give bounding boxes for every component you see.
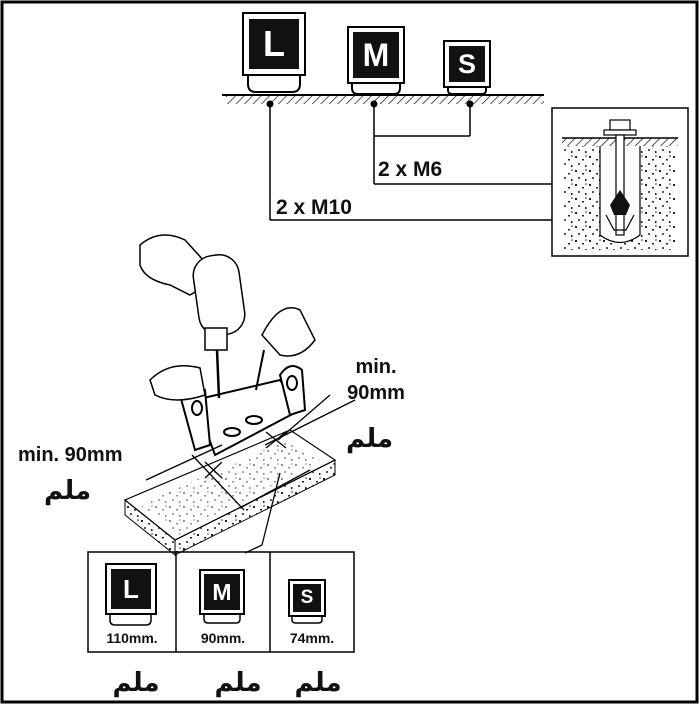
table-unit-ar-l: ملم: [94, 668, 178, 698]
anchor-bolt-detail: [552, 108, 688, 256]
table-badge-letter-m: M: [204, 574, 240, 610]
anchor-point-s: [467, 101, 474, 108]
table-unit-ar-s: ملم: [276, 668, 360, 698]
badge-letter-l-top: L: [249, 19, 299, 69]
badge-letter-m-top: M: [353, 32, 399, 78]
distance-right-line1: min.: [340, 354, 412, 380]
distance-left-unit-ar: ملم: [44, 476, 91, 506]
table-unit-ar-m: ملم: [196, 668, 280, 698]
table-badge-letter-l: L: [111, 569, 151, 609]
table-value-m: 90mm.: [176, 630, 270, 646]
distance-label-right: min. 90mm: [340, 354, 412, 406]
table-value-s: 74mm.: [270, 630, 354, 646]
distance-label-left: min. 90mm: [18, 444, 122, 467]
concrete-block: [125, 430, 335, 555]
table-value-l: 110mm.: [88, 630, 176, 646]
anchor-point-l: [267, 101, 274, 108]
bolt-label-m6: 2 x M6: [378, 158, 442, 182]
distance-right-line2: 90mm: [340, 380, 412, 406]
distance-right-unit-ar: ملم: [346, 424, 393, 454]
table-badge-letter-s: S: [293, 584, 321, 612]
bolt-label-m10: 2 x M10: [276, 196, 352, 220]
badge-letter-s-top: S: [449, 46, 485, 82]
anchor-point-m: [371, 101, 378, 108]
